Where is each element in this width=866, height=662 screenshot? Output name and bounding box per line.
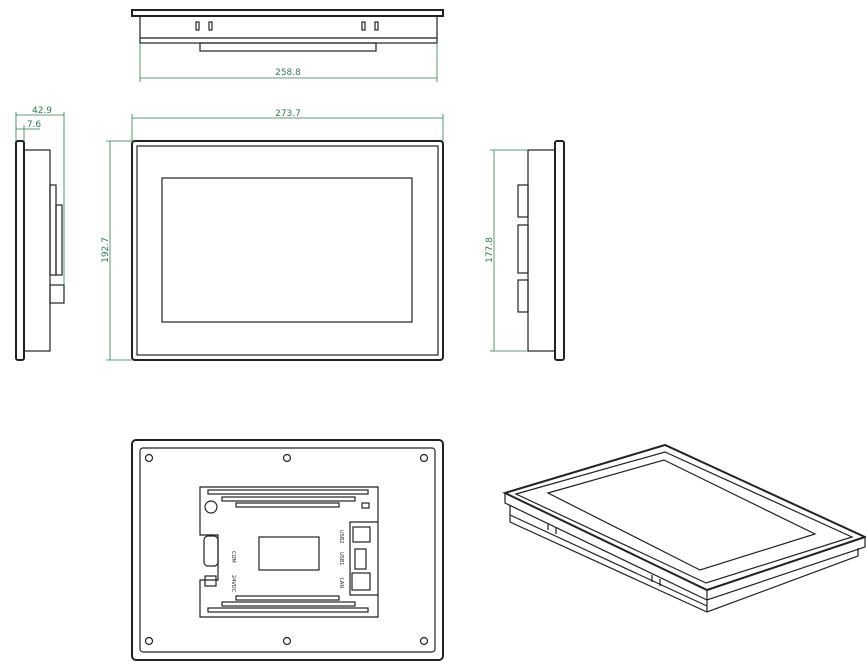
label-usb1: USB1 xyxy=(338,552,344,565)
dim-bezel-depth: 7.6 xyxy=(27,120,42,130)
front-view: 273.7 192.7 xyxy=(101,109,444,361)
right-side-view: 177.8 xyxy=(485,140,565,361)
screw-icons xyxy=(144,453,429,646)
power-terminal-icon xyxy=(204,575,217,587)
dim-front-width: 273.7 xyxy=(275,109,301,119)
dim-top-width: 258.8 xyxy=(275,68,301,78)
label-lan: LAN xyxy=(338,578,344,588)
label-com: COM xyxy=(230,551,236,563)
top-view: 258.8 xyxy=(131,9,444,82)
dim-cutout-height: 177.8 xyxy=(485,237,495,263)
left-side-view: 42.9 7.6 xyxy=(15,106,65,361)
com-port-icon xyxy=(203,535,219,567)
back-view: COM 24VDC USB2 USB1 LAN xyxy=(131,439,444,661)
label-24vdc: 24VDC xyxy=(230,575,236,593)
usb2-port-icon xyxy=(352,526,371,543)
lan-port-icon xyxy=(351,572,371,591)
dim-side-depth: 42.9 xyxy=(32,106,52,116)
usb1-port-icon xyxy=(354,548,367,570)
isometric-view xyxy=(502,443,866,613)
dim-front-height: 192.7 xyxy=(101,237,111,263)
label-usb2: USB2 xyxy=(338,530,344,543)
